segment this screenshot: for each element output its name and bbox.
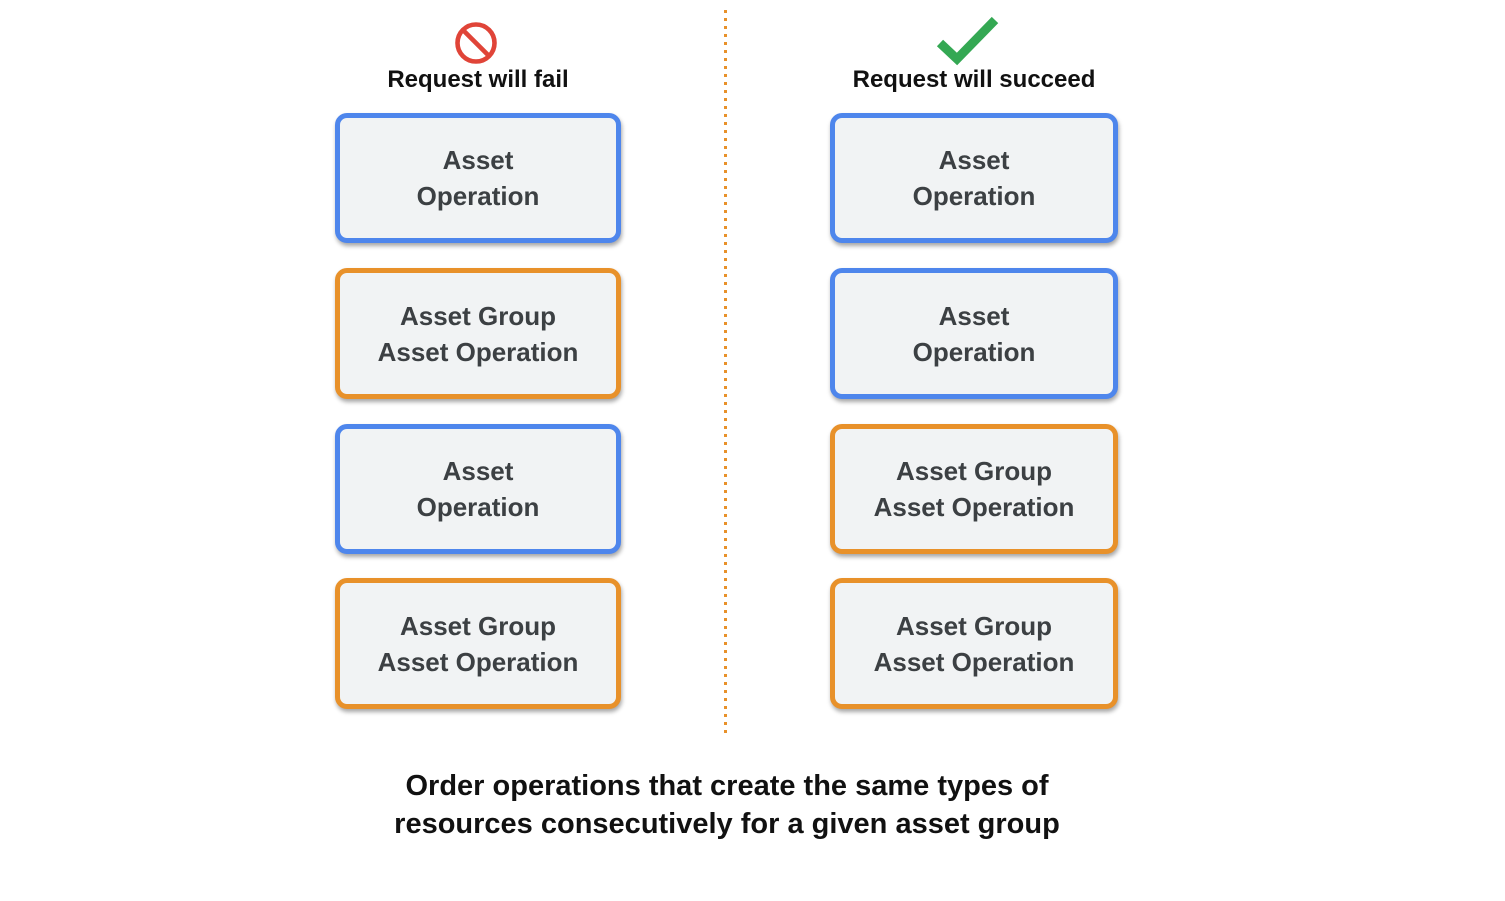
box-label-line: Asset Operation [377, 646, 579, 677]
asset-operation-box: Asset Operation [335, 113, 621, 243]
fail-column-title: Request will fail [387, 66, 569, 93]
asset-operation-box: Asset Operation [830, 113, 1118, 243]
box-label-line: Operation [912, 336, 1036, 367]
box-label-line: Asset Operation [873, 646, 1075, 677]
box-label-line: Asset [442, 145, 514, 175]
box-label-line: Operation [416, 492, 540, 522]
box-label-line: Asset Group [895, 610, 1053, 641]
caption-line: resources consecutively for a given asse… [394, 808, 1060, 840]
caption-line: Order operations that create the same ty… [405, 770, 1049, 802]
box-label-line: Asset Group [399, 300, 557, 331]
asset-operation-box: Asset Operation [830, 268, 1118, 399]
box-label-line: Operation [416, 181, 540, 211]
prohibited-icon [455, 22, 497, 64]
asset-group-asset-operation-box: Asset Group Asset Operation [335, 578, 621, 709]
checkmark-icon [936, 16, 999, 66]
box-label-line: Operation [912, 181, 1036, 211]
asset-group-asset-operation-box: Asset Group Asset Operation [830, 578, 1118, 709]
box-label-line: Asset [938, 145, 1010, 175]
diagram-caption: Order operations that create the same ty… [327, 767, 1127, 843]
asset-group-asset-operation-box: Asset Group Asset Operation [335, 268, 621, 399]
succeed-column-title: Request will succeed [852, 66, 1096, 93]
dotted-divider [724, 10, 727, 737]
asset-group-asset-operation-box: Asset Group Asset Operation [830, 424, 1118, 554]
box-label-line: Asset Group [399, 610, 557, 641]
asset-operation-box: Asset Operation [335, 424, 621, 554]
box-label-line: Asset Operation [873, 492, 1075, 522]
box-label-line: Asset Group [895, 456, 1053, 486]
box-label-line: Asset [938, 300, 1010, 331]
box-label-line: Asset [442, 456, 514, 486]
box-label-line: Asset Operation [377, 336, 579, 367]
